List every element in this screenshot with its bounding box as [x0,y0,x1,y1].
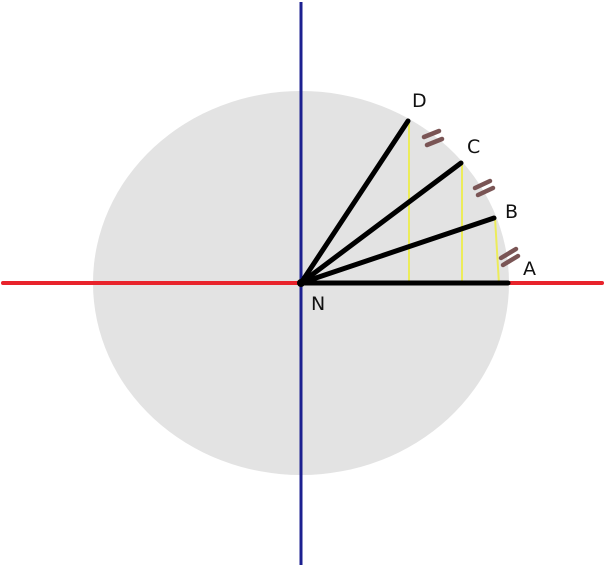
projection-b [494,217,500,285]
ray-nc [298,160,464,286]
label-b: B [505,201,518,223]
label-n: N [311,293,325,315]
origin-point [297,279,305,287]
tick-mark-bc-1 [472,178,493,191]
ray-nb [298,215,497,286]
label-a: A [523,258,536,280]
label-c: C [467,136,480,158]
ray-nd [298,118,411,286]
tick-mark-cd-1 [421,128,442,140]
tick-mark-cd-2 [424,136,445,148]
equal-arc-ticks [421,128,521,268]
label-d: D [412,90,427,112]
tick-mark-ab-2 [500,253,521,268]
tick-mark-ab-1 [498,246,519,261]
tick-mark-bc-2 [475,185,496,198]
